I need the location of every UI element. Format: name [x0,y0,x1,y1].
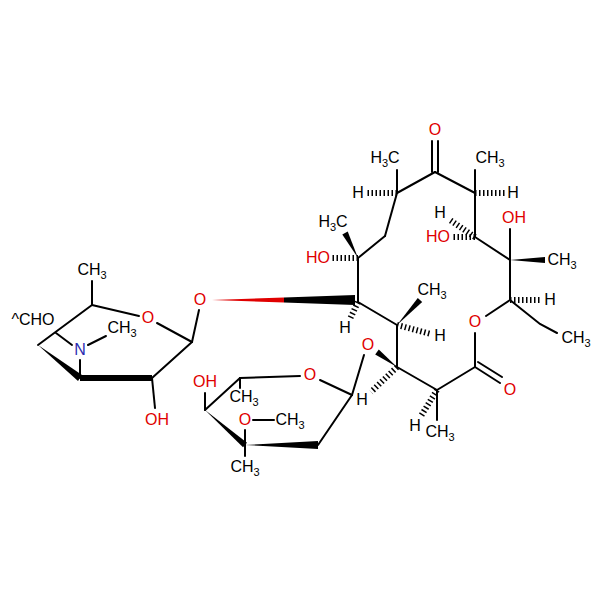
atom-label: H [434,328,446,344]
label-part: 3 [130,327,136,339]
label-part: O [362,336,374,353]
label-part: 3 [100,269,106,281]
label-part: O [239,411,251,428]
label-part: O [469,313,481,330]
atom-label: HO [426,229,450,245]
label-part: CH [547,251,570,268]
atom-label: HO [306,250,330,266]
label-part: ^CHO [11,311,54,328]
label-part: CH [425,423,448,440]
label-part: 3 [570,259,576,271]
label-part: N [74,341,86,358]
label-part: OH [145,411,169,428]
label-part: OH [502,209,526,226]
atom-label: O [504,382,516,398]
label-part: H [409,417,421,434]
atom-label: CH3 [229,389,258,405]
label-part: O [194,291,206,308]
atom-label: CH3 [561,330,590,346]
label-part: 3 [298,419,304,431]
label-part: O [142,309,154,326]
atom-label: H3C [318,214,347,230]
atom-label: CH3 [77,262,106,278]
atom-label: O [362,337,374,353]
label-part: 3 [253,466,259,478]
label-part: CH [229,388,252,405]
label-part: H [507,184,519,201]
atom-label: O [304,367,316,383]
atom-label: CH3 [230,459,259,475]
label-part: H [544,291,556,308]
label-part: H [352,184,364,201]
atom-label: H [507,185,519,201]
label-part: OH [193,373,217,390]
label-part: 3 [382,157,388,169]
atom-label: H [352,185,364,201]
label-part: H [370,149,382,166]
atom-label: O [469,314,481,330]
label-part: 3 [252,396,258,408]
label-part: 3 [448,431,454,443]
atom-label: OH [145,412,169,428]
label-part: CH [561,329,584,346]
atom-label: CH3 [275,412,304,428]
label-part: H [434,327,446,344]
atom-label: CH3 [475,150,504,166]
label-part: CH [77,261,100,278]
atom-label: O [142,310,154,326]
label-part: H [356,391,368,408]
label-part: H [318,213,330,230]
atom-label: H [544,292,556,308]
label-part: CH [107,319,130,336]
label-part: C [388,149,400,166]
label-part: CH [275,411,298,428]
label-part: HO [426,228,450,245]
label-part: 3 [440,289,446,301]
label-part: CH [230,458,253,475]
label-part: O [429,121,441,138]
atom-label: O [194,292,206,308]
label-part: CH [475,149,498,166]
label-part: 3 [584,337,590,349]
atom-label: CH3 [417,282,446,298]
atom-label: OH [193,374,217,390]
label-part: O [304,366,316,383]
label-part: 3 [330,221,336,233]
atom-label: H [434,205,446,221]
label-part: 3 [498,157,504,169]
label-part: H [434,204,446,221]
atom-label: H [356,392,368,408]
atom-label: OH [502,210,526,226]
atom-label: CH3 [547,252,576,268]
label-part: C [336,213,348,230]
atom-label: O [429,122,441,138]
atom-label: CH3 [425,424,454,440]
atom-label: H [409,418,421,434]
label-part: HO [306,249,330,266]
label-part: CH [417,281,440,298]
atom-label: O [239,412,251,428]
atom-label: CH3 [107,320,136,336]
atom-label: N [74,342,86,358]
atom-label: H3C [370,150,399,166]
label-part: H [339,319,351,336]
atom-label: H [339,320,351,336]
atom-label: ^CHO [11,312,54,328]
label-part: O [504,381,516,398]
